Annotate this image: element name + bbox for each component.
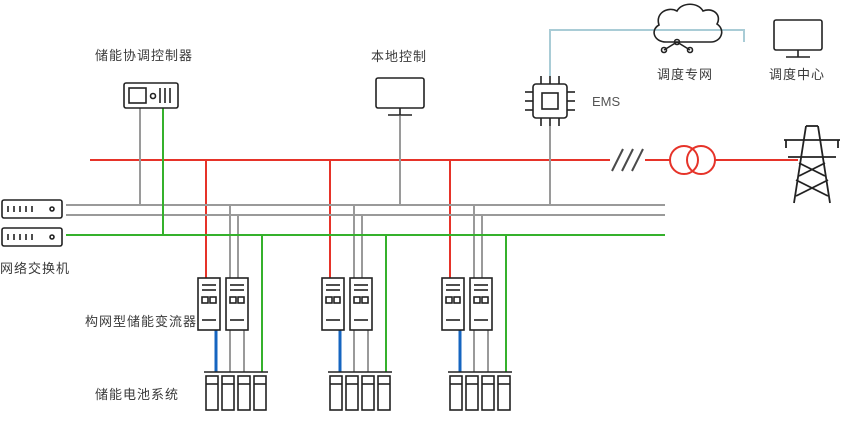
network-switch-label: 网络交换机 bbox=[0, 261, 71, 276]
transformer-icon bbox=[669, 145, 699, 175]
comm-network-lines bbox=[66, 108, 665, 372]
ems-uplink-line bbox=[549, 29, 745, 76]
network-switch-icon bbox=[1, 199, 63, 247]
transmission-tower-icon bbox=[784, 125, 840, 204]
converter-icon bbox=[441, 277, 493, 331]
converter-icon bbox=[197, 277, 249, 331]
dispatch-network-label: 调度专网 bbox=[657, 67, 714, 82]
coordinator-label: 储能协调控制器 bbox=[95, 48, 194, 63]
power-network-lines bbox=[90, 145, 798, 278]
dispatch-center-label: 调度中心 bbox=[769, 67, 826, 82]
lan-network-lines bbox=[66, 108, 665, 372]
battery-rack-icon bbox=[204, 371, 268, 411]
ems-chip-icon bbox=[525, 76, 575, 126]
converter-label: 构网型储能变流器 bbox=[85, 314, 198, 329]
dispatch-center-monitor-icon bbox=[773, 19, 823, 58]
battery-label: 储能电池系统 bbox=[95, 387, 180, 402]
converter-icon bbox=[321, 277, 373, 331]
dc-link-lines bbox=[214, 330, 462, 372]
cloud-icon bbox=[653, 3, 723, 43]
ems-label: EMS bbox=[592, 94, 621, 109]
device-icons bbox=[1, 3, 840, 411]
local-control-monitor-icon bbox=[375, 77, 425, 116]
battery-rack-icon bbox=[448, 371, 512, 411]
coordinator-controller-icon bbox=[123, 82, 179, 109]
battery-rack-icon bbox=[328, 371, 392, 411]
breaker-slashes-icon bbox=[611, 148, 644, 172]
local-control-label: 本地控制 bbox=[371, 49, 428, 64]
network-nodes-icon bbox=[660, 38, 694, 54]
